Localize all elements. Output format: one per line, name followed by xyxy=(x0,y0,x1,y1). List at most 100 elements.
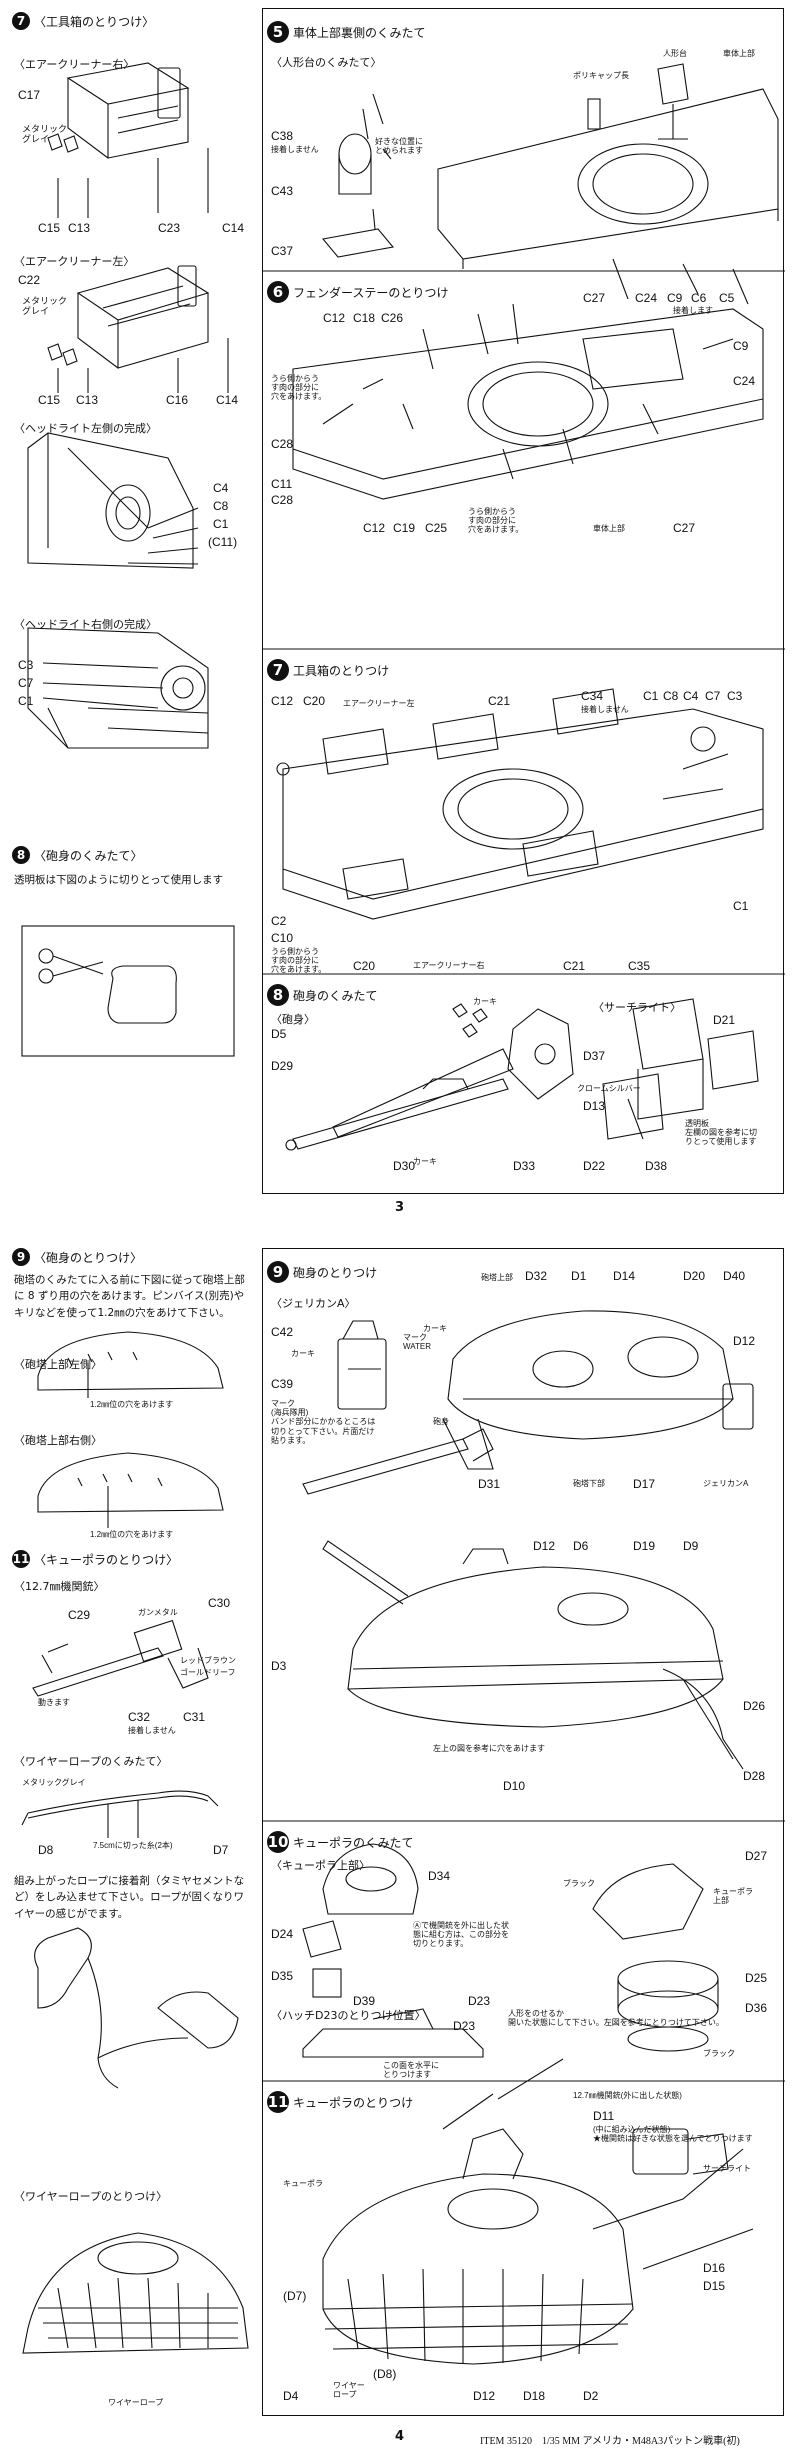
left-column-drawings xyxy=(21,62,235,1057)
label-c15: C15 xyxy=(38,221,61,235)
step-7-right-number: 7 xyxy=(267,659,289,681)
label-d6: D6 xyxy=(573,1539,589,1553)
label-c9-2: C9 xyxy=(733,339,749,353)
air-cleaner-left-callout: エアークリーナー左 xyxy=(343,699,415,708)
searchlight-label: サーチライト xyxy=(703,2164,751,2173)
drill-hole-label-2: 1.2㎜位の穴をあけます xyxy=(90,1530,174,1539)
step-5-number: 5 xyxy=(267,21,289,43)
label-c14: C14 xyxy=(222,221,245,235)
mg-sub: 〈12.7㎜機関銃〉 xyxy=(14,1580,105,1593)
khaki-paint-2: カーキ xyxy=(413,1157,437,1166)
no-glue-note: 接着しません xyxy=(271,145,319,154)
label-c25: C25 xyxy=(425,521,448,535)
clear-plate-callout: 透明板 左欄の図を参考に切 りとって使用します xyxy=(685,1119,757,1147)
label-d12-2: D12 xyxy=(533,1539,556,1553)
step-9-right-title: 砲身のとりつけ xyxy=(293,1265,378,1280)
label-c27: C27 xyxy=(583,291,606,305)
label-d17: D17 xyxy=(633,1477,656,1491)
label-d18: D18 xyxy=(523,2389,546,2403)
marine-mark-note: マーク (海兵隊用) バンド部分にかかるところは 切りとって下さい。片面だけ 貼… xyxy=(271,1399,376,1445)
label-d25: D25 xyxy=(745,1971,768,1985)
label-d27: D27 xyxy=(745,1849,768,1863)
headlight-right-label: 〈ヘッドライト右側の完成〉 xyxy=(14,618,157,631)
turret-lower-label: 砲塔下部 xyxy=(573,1479,605,1488)
label-d10: D10 xyxy=(503,1779,526,1793)
figure-hatch-note: 人形をのせるか 開いた状態にして下さい。左図を参考にとりつけて下さい。 xyxy=(508,2009,724,2028)
label-c3: C3 xyxy=(18,658,34,672)
air-cleaner-left-label: 〈エアークリーナー左〉 xyxy=(14,255,135,268)
cupola-label: キューポラ xyxy=(283,2179,323,2188)
label-d31: D31 xyxy=(478,1477,501,1491)
instruction-page-3: 7 〈工具箱のとりつけ〉 〈エアークリーナー右〉 xyxy=(0,0,800,1224)
step-7-right-title: 工具箱のとりつけ xyxy=(293,663,390,678)
label-d14: D14 xyxy=(613,1269,636,1283)
label-d37: D37 xyxy=(583,1049,606,1063)
label-c32: C32 xyxy=(128,1710,151,1724)
label-c34: C34 xyxy=(581,689,604,703)
step-9-title: 砲身のとりつけ xyxy=(46,1250,131,1265)
label-c21-2: C21 xyxy=(563,959,586,973)
fixed-position-note: 好きな位置に とめられます xyxy=(375,137,423,156)
label-c11: C11 xyxy=(271,477,293,491)
page-number-3: 3 xyxy=(395,1200,405,1215)
step-10-title: キューポラのくみたて xyxy=(293,1835,414,1850)
label-c1: C1 xyxy=(213,517,229,531)
label-d23: D23 xyxy=(468,1994,491,2008)
label-d16: D16 xyxy=(703,2261,726,2275)
label-c24: C24 xyxy=(635,291,658,305)
label-c4-2: C4 xyxy=(683,689,699,703)
step-11-left-header: 11 〈キューポラのとりつけ〉 xyxy=(12,1550,179,1568)
hole-note-3: うら側からう す肉の部分に 穴をあけます。 xyxy=(271,947,327,975)
barrel-label: 砲身 xyxy=(433,1417,449,1426)
label-c5: C5 xyxy=(719,291,735,305)
turret-right-sub: 〈砲塔上部右側〉 xyxy=(14,1434,102,1447)
barrel-sub: 〈砲身〉 xyxy=(271,1013,315,1026)
label-d38: D38 xyxy=(645,1159,668,1173)
black-paint-2: ブラック xyxy=(703,2049,735,2058)
turret-left-sub: 〈砲塔上部左側〉 xyxy=(14,1358,102,1371)
label-c19: C19 xyxy=(393,521,416,535)
label-d19: D19 xyxy=(633,1539,656,1553)
label-d3: D3 xyxy=(271,1659,287,1673)
step-11-title: キューポラのとりつけ xyxy=(46,1552,167,1567)
label-d8-paren: (D8) xyxy=(373,2367,397,2381)
step-8-right-header: 8 砲身のくみたて xyxy=(267,984,377,1006)
chrome-silver-paint: クロームシルバー xyxy=(577,1084,641,1093)
step-11-right-header: 11 キューポラのとりつけ xyxy=(267,2091,413,2113)
hull-upper-label-2: 車体上部 xyxy=(593,524,625,533)
khaki-paint-3: カーキ xyxy=(291,1349,315,1358)
step-9-right-header: 9 砲身のとりつけ xyxy=(267,1261,377,1283)
step-6-number: 6 xyxy=(267,281,289,303)
step-10-number: 10 xyxy=(267,1831,289,1853)
wire-rope-callout: ワイヤー ロープ xyxy=(333,2381,365,2400)
mg-cut-note: Ⓐで機関銃を外に出した状態に組む方は、この部分を切りとります。 xyxy=(413,1921,509,1949)
label-d11: D11 xyxy=(593,2109,615,2123)
label-c1-3: C1 xyxy=(643,689,659,703)
khaki-paint: カーキ xyxy=(473,997,497,1006)
label-c12: C12 xyxy=(323,311,346,325)
rope-cement-note: 組み上がったロープに接着剤（タミヤセメントなど）をしみ込ませて下さい。ロープが固… xyxy=(14,1875,245,1920)
label-c20: C20 xyxy=(303,694,326,708)
label-d33: D33 xyxy=(513,1159,536,1173)
label-d21: D21 xyxy=(713,1013,736,1027)
step-7-title: 工具箱のとりつけ xyxy=(46,14,143,29)
step-8-title: 砲身のくみたて xyxy=(46,848,131,863)
moves-label: 動きます xyxy=(38,1698,70,1707)
left-column: 7 〈工具箱のとりつけ〉 〈エアークリーナー右〉 xyxy=(8,8,258,1198)
step-8-left-header: 8 〈砲身のくみたて〉 xyxy=(12,846,143,864)
step-6-header: 6 フェンダーステーのとりつけ xyxy=(267,281,449,303)
red-brown-paint: レッドブラウン xyxy=(180,1656,236,1665)
left-column-page4-drawings xyxy=(21,1331,249,2354)
headlight-left-label: 〈ヘッドライト左側の完成〉 xyxy=(14,422,157,435)
label-c29: C29 xyxy=(68,1608,91,1622)
metallic-grey-paint: メタリックグレイ xyxy=(22,1778,86,1787)
label-c17: C17 xyxy=(18,88,41,102)
label-d30: D30 xyxy=(393,1159,416,1173)
label-d34: D34 xyxy=(428,1869,451,1883)
mg-out-label: 12.7㎜機関銃(外に出した状態) xyxy=(573,2091,682,2100)
label-d8: D8 xyxy=(38,1843,54,1857)
label-d26: D26 xyxy=(743,1699,766,1713)
step-8-number: 8 xyxy=(12,846,30,864)
label-d29: D29 xyxy=(271,1059,294,1073)
label-c43: C43 xyxy=(271,184,294,198)
